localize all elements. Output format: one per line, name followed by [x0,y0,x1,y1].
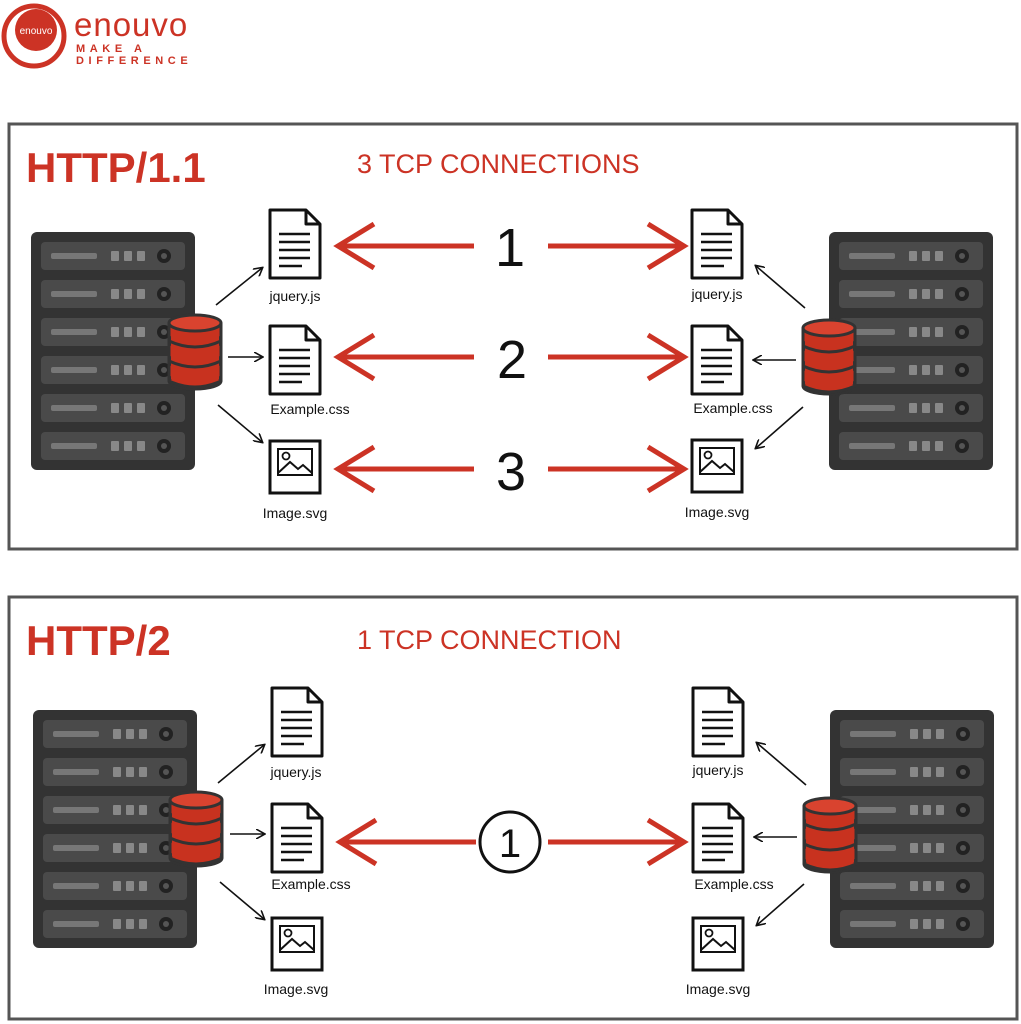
panel-title-http1: HTTP/1.1 [26,144,206,191]
logo-tagline: MAKE A DIFFERENCE [76,43,193,67]
connection-number: 1 [495,218,525,278]
database-icon [802,796,858,874]
image-file-icon [270,916,324,972]
server-rack-icon [33,710,197,948]
file-label: Example.css [693,400,772,416]
document-icon [690,208,744,280]
panel-http2: HTTP/2 1 TCP CONNECTION jquery.js Exampl… [7,595,1019,1021]
image-file-icon [690,438,744,494]
arrow-icon [217,745,264,784]
database-icon [801,318,857,396]
server-rack-icon [830,710,994,948]
connections-label-http1: 3 TCP CONNECTIONS [357,149,640,179]
file-label: jquery.js [691,762,743,778]
logo-wordmark: enouvo [74,6,189,43]
panel-http1: HTTP/1.1 3 TCP CONNECTIONS jquery.js Exa… [7,122,1019,551]
connection-number: 2 [497,330,527,390]
panel-title-http2: HTTP/2 [26,617,171,664]
document-icon [270,802,324,874]
database-icon [167,313,223,391]
image-file-icon [691,916,745,972]
file-label: Image.svg [263,505,328,521]
connection-number: 3 [496,442,526,502]
file-label: Example.css [271,876,350,892]
server-rack-icon [31,232,195,470]
document-icon [270,686,324,758]
connection-number: 1 [499,822,521,866]
logo-badge-text: enouvo [20,26,53,37]
file-label: jquery.js [268,288,320,304]
connections-label-http2: 1 TCP CONNECTION [357,625,622,655]
file-label: Image.svg [686,981,751,997]
arrow-icon [757,743,807,786]
document-icon [691,802,745,874]
arrow-icon [756,266,806,309]
arrow-icon [756,406,804,448]
file-label: Image.svg [685,504,750,520]
document-icon [268,208,322,280]
file-label: Example.css [270,401,349,417]
file-label: Example.css [694,876,773,892]
document-icon [690,324,744,396]
arrow-icon [215,268,262,306]
image-file-icon [268,439,322,495]
connection-number-circle [478,810,542,874]
document-icon [691,686,745,758]
brand-logo: enouvo enouvo MAKE A DIFFERENCE [0,0,240,72]
database-icon [168,790,224,868]
document-icon [268,324,322,396]
logo-badge-icon: enouvo [1,3,67,69]
server-rack-icon [829,232,993,470]
file-label: jquery.js [269,764,321,780]
file-label: Image.svg [264,981,329,997]
arrow-icon [219,881,264,919]
arrow-icon [757,883,805,925]
arrow-icon [217,404,262,442]
file-label: jquery.js [690,286,742,302]
